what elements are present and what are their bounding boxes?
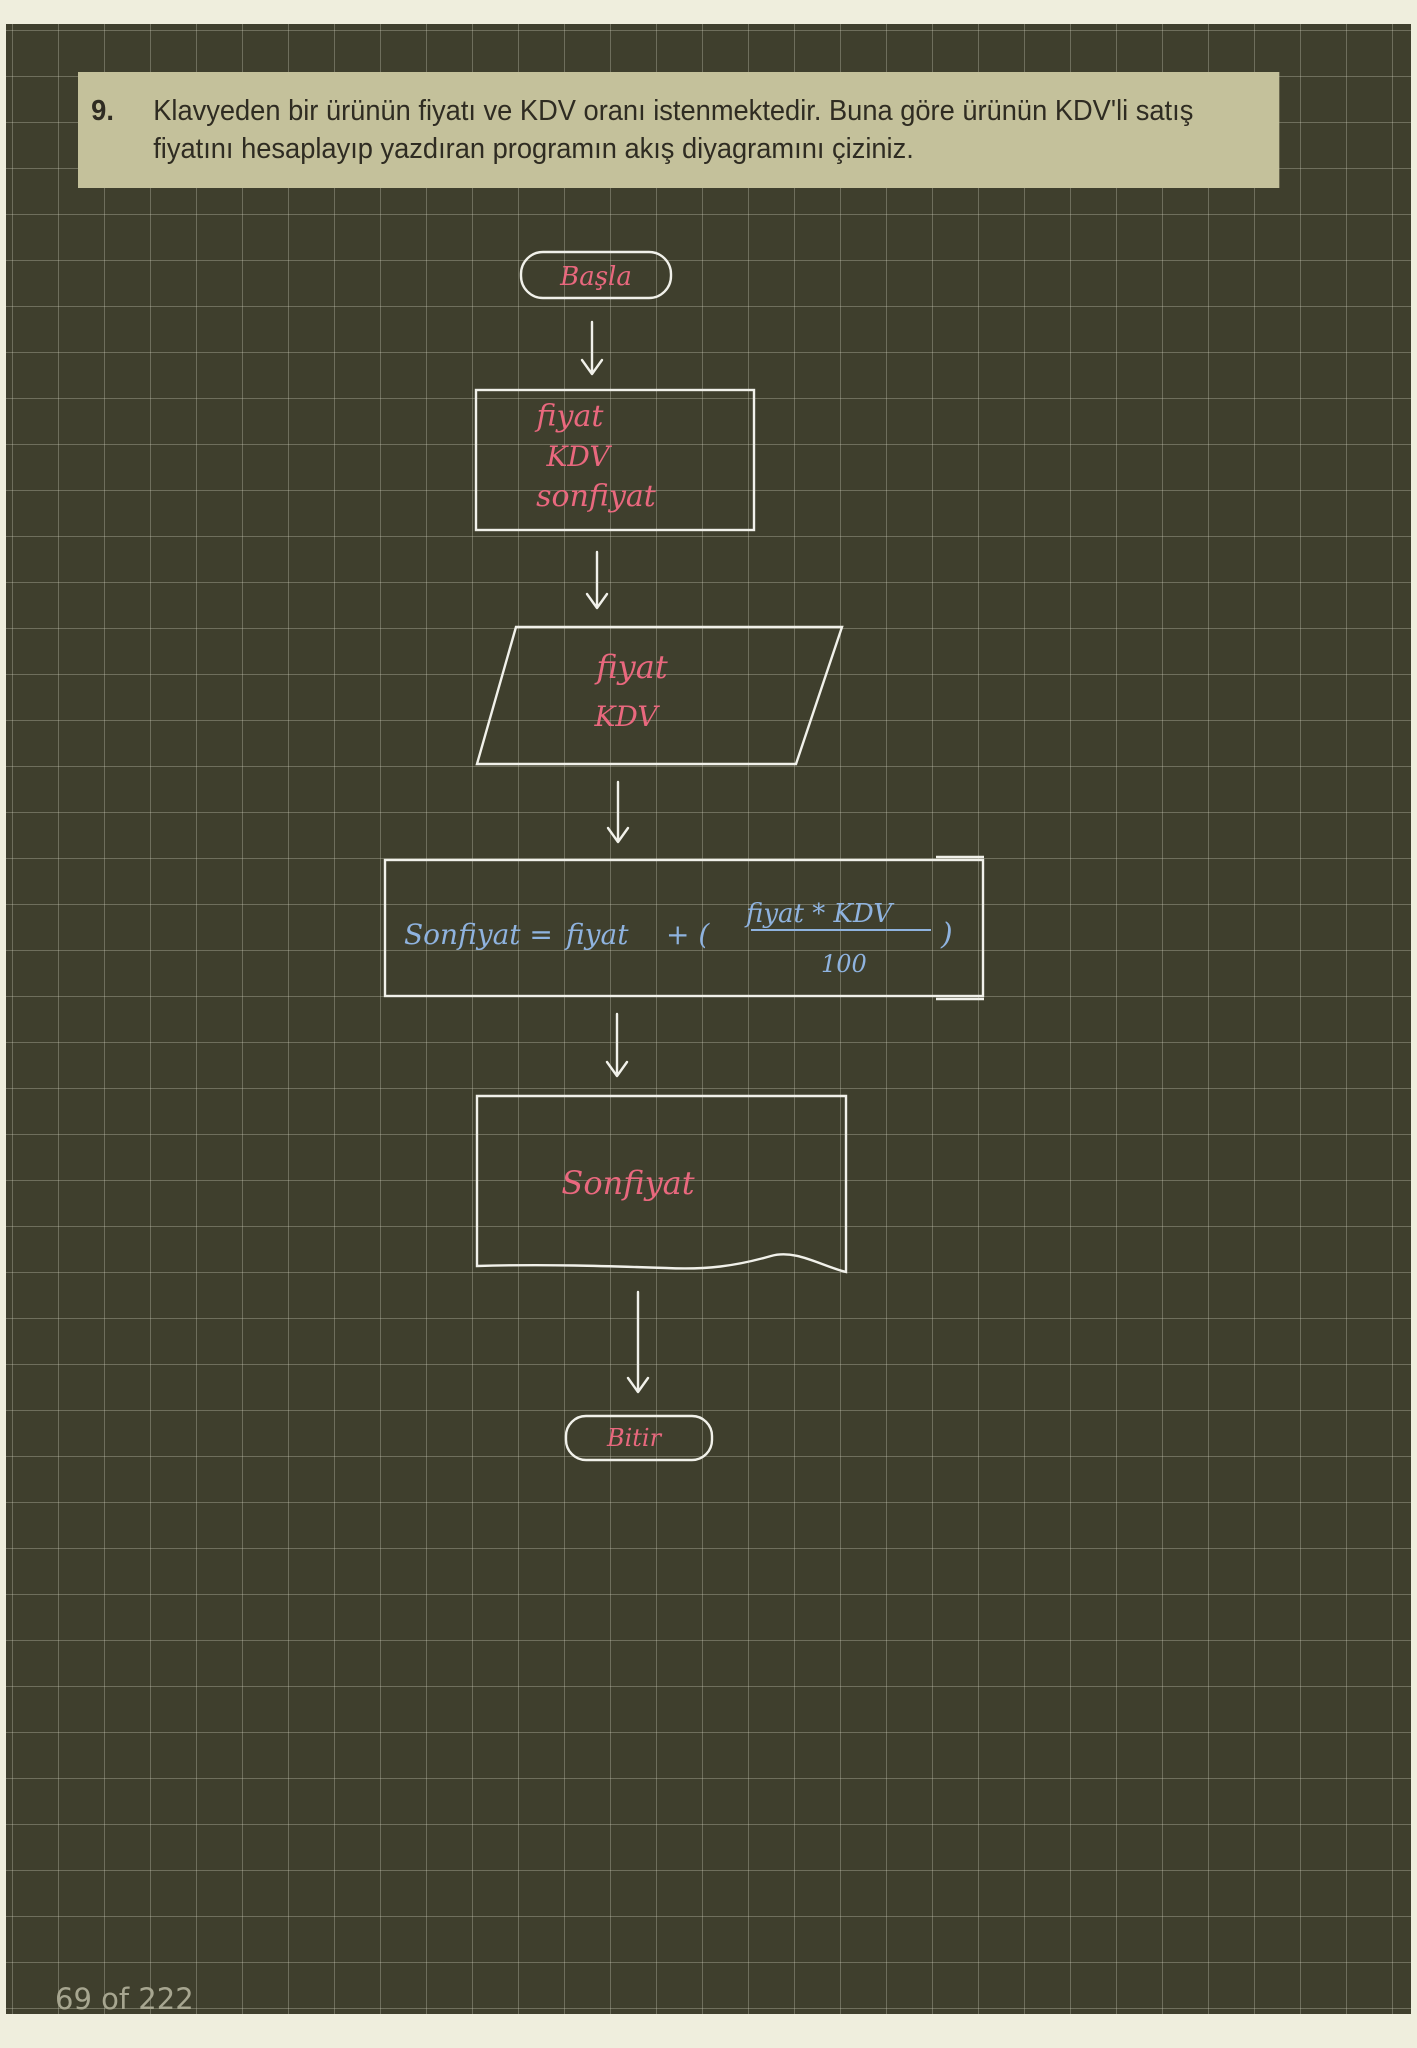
arrow-2 bbox=[585, 550, 609, 610]
end-terminal: Bitir bbox=[564, 1414, 714, 1462]
output-document: Sonfiyat bbox=[475, 1094, 848, 1274]
process-denominator: 100 bbox=[821, 950, 867, 978]
start-label: Başla bbox=[559, 262, 632, 292]
output-document-shape bbox=[475, 1094, 848, 1274]
question-text: Klavyeden bir ürünün fiyatı ve KDV oranı… bbox=[153, 95, 1194, 165]
start-terminal: Başla bbox=[519, 250, 673, 300]
input-parallelogram: fiyat KDV bbox=[475, 625, 844, 766]
output-label: Sonfiyat bbox=[561, 1164, 694, 1202]
process-numerator: fiyat * KDV bbox=[744, 899, 894, 929]
question-number: 9. bbox=[91, 95, 114, 127]
arrow-3 bbox=[606, 780, 630, 844]
declare-box: fiyat KDV sonfiyat bbox=[474, 388, 756, 532]
end-terminal-shape bbox=[564, 1414, 714, 1462]
process-lhs: Sonfiyat = bbox=[404, 918, 553, 951]
input-var-1: fiyat bbox=[594, 648, 668, 686]
declare-box-shape bbox=[474, 388, 756, 532]
arrow-1 bbox=[580, 320, 604, 376]
declare-var-3: sonfiyat bbox=[536, 479, 657, 514]
process-plus-paren: + ( bbox=[666, 918, 710, 951]
process-base: fiyat bbox=[564, 918, 629, 951]
process-close-paren: ) bbox=[940, 917, 953, 952]
question-box: 9. Klavyeden bir ürünün fiyatı ve KDV or… bbox=[78, 72, 1280, 188]
arrow-5 bbox=[626, 1290, 650, 1394]
start-terminal-shape bbox=[519, 250, 673, 300]
page-counter: 69 of 222 bbox=[55, 1982, 194, 2016]
notebook-page: 9. Klavyeden bir ürünün fiyatı ve KDV or… bbox=[6, 24, 1411, 2016]
arrow-4 bbox=[605, 1012, 629, 1078]
flowchart: Başla fiyat KDV sonfiyat fiyat KDV Sonfi… bbox=[383, 250, 985, 1462]
process-box: Sonfiyat = fiyat + ( fiyat * KDV 100 ) bbox=[383, 855, 985, 1001]
end-label: Bitir bbox=[606, 1424, 663, 1452]
input-parallelogram-shape bbox=[475, 625, 844, 766]
declare-var-1: fiyat bbox=[535, 399, 605, 434]
input-var-2: KDV bbox=[593, 700, 660, 733]
declare-var-2: KDV bbox=[545, 440, 612, 473]
process-box-shape bbox=[383, 858, 985, 998]
